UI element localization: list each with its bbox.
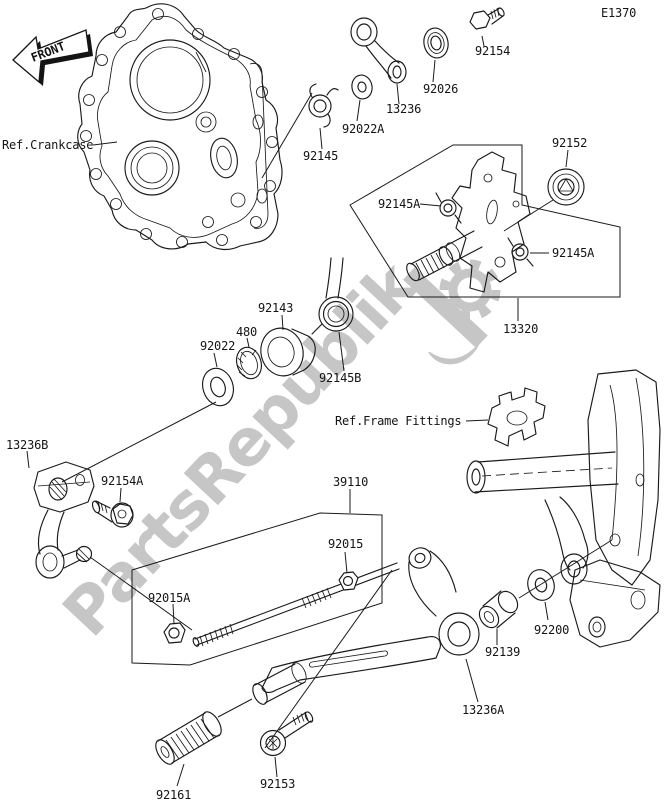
pawl-spring-left [435, 192, 462, 224]
part-label-92153: 92153 [260, 777, 295, 791]
washer-92026-drawing [423, 27, 449, 59]
part-label-39110: 39110 [333, 475, 368, 489]
front-arrow [12, 29, 90, 84]
part-label-480: 480 [236, 325, 257, 339]
part-label-13236a: 13236A [462, 703, 505, 717]
part-label-92026: 92026 [423, 82, 458, 96]
part-label-92145a-right: 92145A [552, 246, 595, 260]
shaft-spline-ticks [415, 252, 445, 279]
ref-frame-fittings-label: Ref.Frame Fittings [335, 414, 461, 428]
part-label-92145a-left: 92145A [378, 197, 421, 211]
return-spring-92145b-drawing [311, 257, 354, 335]
crankcase-drawing [77, 3, 283, 251]
part-label-92139: 92139 [485, 645, 520, 659]
part-label-92145b: 92145B [319, 371, 361, 385]
leader-lines [26, 35, 613, 787]
collar-92143-drawing [260, 327, 316, 377]
bolt-92154a-drawing [91, 500, 134, 528]
front-direction-marker: FRONT [12, 29, 93, 86]
part-label-92015: 92015 [328, 537, 363, 551]
part-label-92143: 92143 [258, 301, 293, 315]
frame-bracket-drawing [466, 369, 661, 648]
part-label-92200: 92200 [534, 623, 569, 637]
shift-shaft-assembly-13320 [349, 144, 621, 298]
pedal-rubber-92161-drawing [155, 711, 222, 765]
rod-thread-right [301, 587, 332, 609]
washer-92022a-drawing [351, 74, 373, 100]
spring-92145-drawing [308, 83, 339, 128]
part-label-92022a: 92022A [342, 122, 385, 136]
part-label-13236b: 13236B [6, 438, 48, 452]
part-label-13236: 13236 [386, 102, 421, 116]
rod-thread-left [199, 623, 234, 647]
pawl-spring-right [507, 237, 534, 267]
part-label-92152: 92152 [552, 136, 587, 150]
snap-ring-480-drawing [235, 346, 263, 380]
lever-13236-drawing [350, 17, 407, 84]
watermark-gear-icon [428, 259, 501, 365]
rubber-ribs [165, 718, 215, 760]
part-label-92022: 92022 [200, 339, 235, 353]
pedal-link-arm-drawing [408, 547, 480, 656]
part-label-92154: 92154 [475, 44, 510, 58]
crankcase-bolt-holes [80, 8, 278, 248]
change-rod-assembly-39110 [131, 512, 400, 666]
bolt-92154-drawing [469, 7, 505, 30]
shift-lever-13236b-drawing [33, 461, 95, 579]
washer-92200-drawing [527, 569, 555, 601]
shift-pedal-drawing [252, 635, 441, 705]
bushing-92139-drawing [478, 590, 519, 629]
seal-92152-drawing [547, 168, 585, 206]
part-label-92161: 92161 [156, 788, 191, 800]
part-label-13320: 13320 [503, 322, 538, 336]
diagram-code-label: E1370 [601, 6, 636, 20]
watermark-text: PartsRepublik [50, 248, 433, 651]
part-label-92145: 92145 [303, 149, 338, 163]
part-label-92154a: 92154A [101, 474, 144, 488]
nut-92015-drawing [338, 571, 359, 591]
washer-92022-drawing [201, 367, 235, 407]
bolt-92153-drawing [259, 711, 314, 757]
part-label-92015a: 92015A [148, 591, 191, 605]
ref-crankcase-label: Ref.Crankcase [2, 138, 93, 152]
nut-92015a-drawing [163, 622, 186, 644]
